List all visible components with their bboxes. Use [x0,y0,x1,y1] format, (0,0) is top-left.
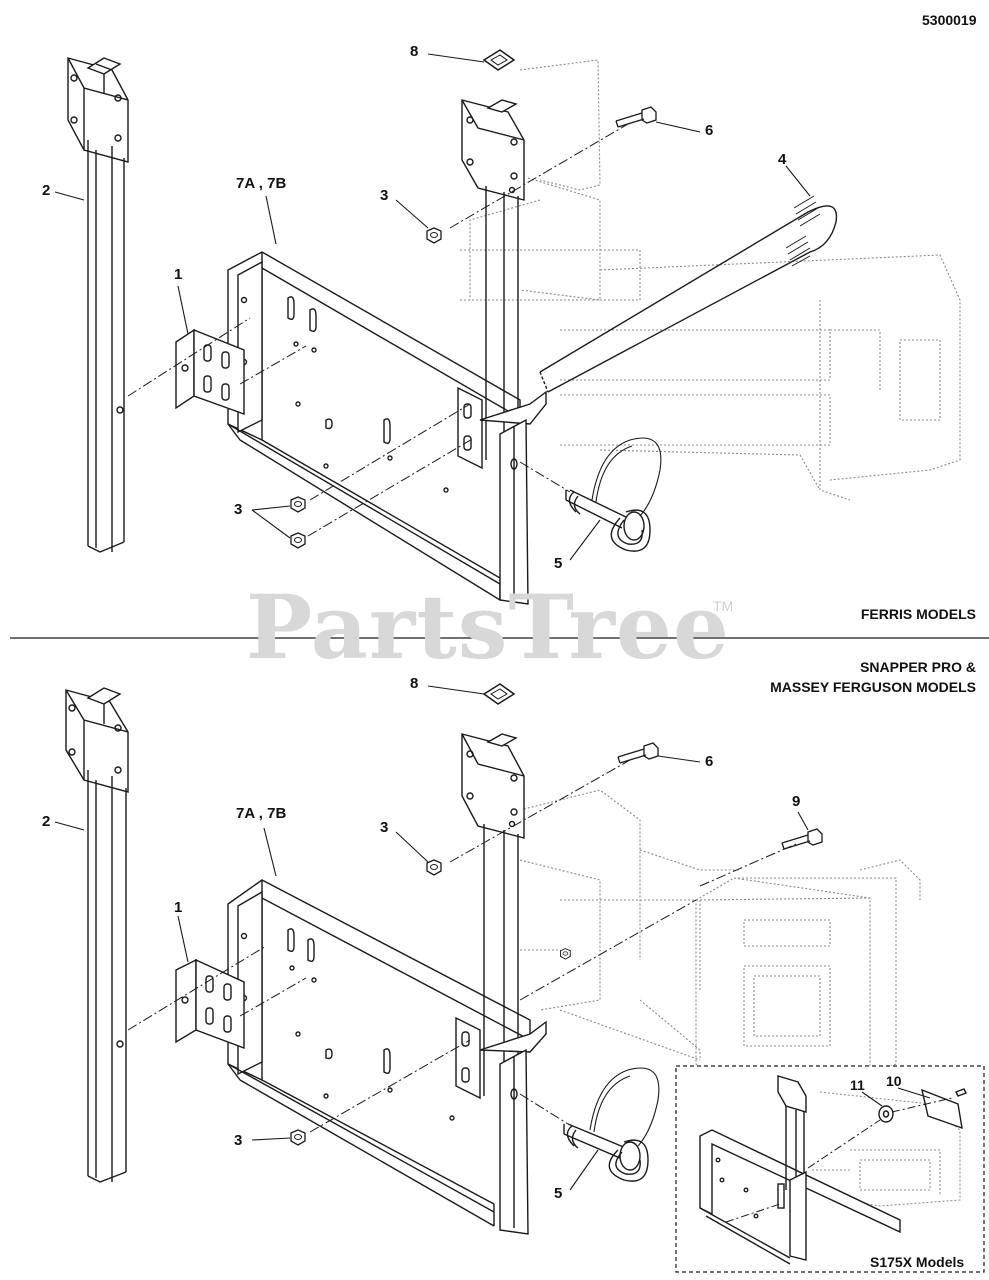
callout-bottom-2: 2 [42,813,51,830]
diagram-id: 5300019 [922,12,977,28]
part-7-frame-bottom [227,879,531,1227]
part-tube-top [457,99,547,605]
section-title-snapper-line1: SNAPPER PRO & [860,659,976,675]
section-title-snapper-line2: MASSEY FERGUSON MODELS [770,679,976,695]
callout-bottom-9: 9 [792,793,801,810]
rear-housing [695,877,897,1075]
part-tube-bottom [455,733,547,1235]
inset-s175x [560,948,985,1273]
callout-bottom-5: 5 [554,1185,563,1202]
part-2-post-top [67,57,129,553]
part-1-bracket-bottom [175,958,245,1050]
tractor-frame-bottom [519,789,921,1061]
callout-bottom-11: 11 [850,1077,865,1093]
inset-title: S175X Models [870,1254,965,1270]
callout-bottom-3a: 3 [380,819,389,836]
callout-bottom-7: 7A , 7B [236,805,287,822]
callout-bottom-1: 1 [174,899,183,916]
callout-bottom-10: 10 [886,1073,902,1089]
callout-top-4: 4 [778,151,787,168]
callout-bottom-8: 8 [410,675,419,692]
part-1-bracket-top [175,328,245,415]
part-2-post-bottom [65,687,129,1183]
tractor-frame-top [460,59,961,501]
callout-top-2: 2 [42,182,51,199]
callout-top-3a: 3 [380,187,389,204]
callout-bottom-3b: 3 [234,1132,243,1149]
callout-top-1: 1 [174,266,183,283]
callout-top-5: 5 [554,555,563,572]
callout-top-3b: 3 [234,501,243,518]
part-4-ubolt [539,195,838,393]
callout-top-7: 7A , 7B [236,175,287,192]
section-title-ferris: FERRIS MODELS [860,606,976,622]
watermark-logo: PartsTree [246,575,730,679]
callout-top-8: 8 [410,43,419,60]
part-5-pin-top [565,437,662,552]
part-5-pin-bottom [563,1067,660,1182]
callout-bottom-6: 6 [705,753,714,770]
watermark-trademark: TM [713,598,734,614]
callout-top-6: 6 [705,122,714,139]
